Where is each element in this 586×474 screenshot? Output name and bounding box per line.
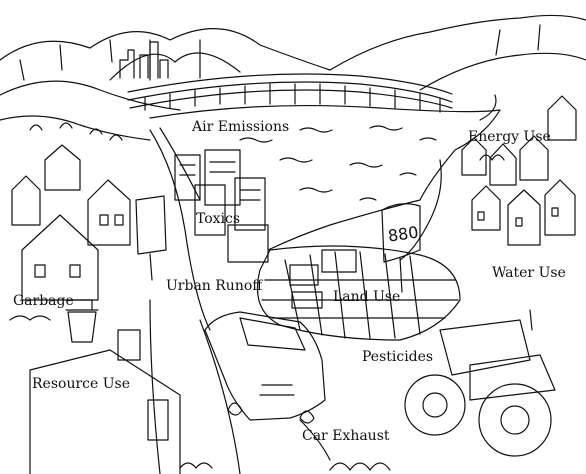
garbage-can [65,299,99,343]
distant-skyline [119,41,169,79]
label-resource-use: Resource Use [32,376,130,392]
right-houses [461,95,577,246]
city-towers [174,149,269,263]
label-car-exhaust: Car Exhaust [302,428,390,444]
car [204,311,331,461]
label-urban-runoff: Urban Runoff [166,278,263,294]
resource-house [9,315,181,474]
bay-water [149,104,501,251]
label-water-use: Water Use [492,265,566,281]
label-energy-use: Energy Use [468,129,551,145]
label-pesticides: Pesticides [362,349,434,365]
label-garbage: Garbage [13,293,74,309]
billboard-left [135,195,167,281]
land-use-grid [256,245,461,341]
mountains [0,14,586,111]
label-land-use: Land Use [333,289,401,305]
label-air-emissions: Air Emissions [192,119,290,135]
tractor [404,309,556,457]
foreground-bushes [179,154,505,471]
label-toxics: Toxics [196,211,241,227]
highway-sign-number: 880 [387,223,420,246]
left-hillside [0,115,151,141]
left-houses [11,144,131,301]
highway-sign: 880 [381,203,421,293]
bridge [109,39,453,113]
